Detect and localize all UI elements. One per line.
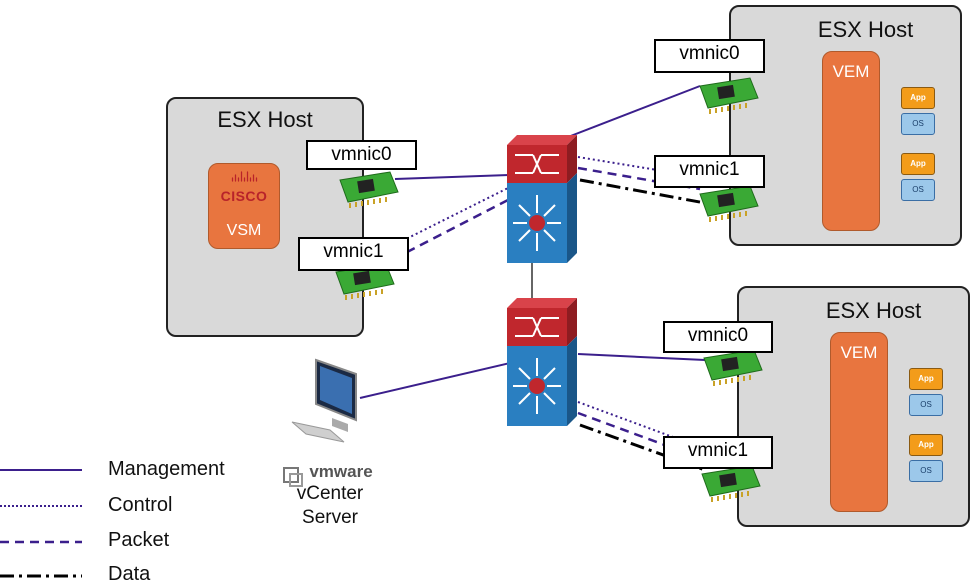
legend-packet: Packet [108,529,170,551]
vcenter-server: vmware vCenter Server [278,462,382,530]
nic-label-top-vmnic1: vmnic1 [654,155,765,188]
vem-module: VEM [830,332,888,512]
app-badge: App [909,434,943,456]
link-switch2-bottomhost-ctrl [577,401,701,448]
vmware-logo: vmware [309,462,373,481]
link-vsm-switch1-pkt [379,198,509,268]
legend-control: Control [108,494,173,516]
link-vsm-switch1-ctrl [379,187,509,253]
control-links [379,156,701,448]
vem-module: VEM [822,51,880,231]
vm-2: App OS [901,153,935,201]
cisco-logo: CISCO [220,188,268,204]
link-vcenter-switch2-mgmt [359,362,511,399]
app-badge: App [909,368,943,390]
app-badge: App [901,87,935,109]
link-switch1-tophost-pkt [577,166,701,191]
os-badge: OS [901,113,935,135]
switch-top [506,134,578,264]
nic-label-left-vmnic0: vmnic0 [306,140,417,170]
host-title: ESX Host [217,107,313,132]
nic-label-bottom-vmnic0: vmnic0 [663,321,773,353]
switch-bottom [506,297,578,427]
link-switch1-tophost-data [579,178,706,205]
vmware-box-icon [283,467,303,487]
os-badge: OS [909,394,943,416]
legend-samples [0,469,82,578]
legend-data: Data [108,563,151,585]
legend-management: Management [108,458,225,480]
os-badge: OS [901,179,935,201]
management-links [359,85,706,399]
link-switch1-tophost-mgmt [567,85,701,138]
vsm-module: CISCO VSM [208,163,280,249]
cisco-bars-icon [231,171,258,182]
link-vsm-switch1-mgmt [394,174,511,180]
vm-1: App OS [901,87,935,135]
link-switch2-bottomhost-mgmt [577,353,706,361]
esx-host-bottom-right: ESX Host VEM App OS App OS [737,286,970,527]
nic-card-bottom-0 [703,349,763,387]
host-title: ESX Host [825,298,922,323]
esx-host-top-right: ESX Host VEM App OS App OS [729,5,962,246]
vm-2: App OS [909,434,943,482]
host-title: ESX Host [817,17,914,42]
nic-card-bottom-1 [701,465,761,503]
os-badge: OS [909,460,943,482]
nic-card-left-0 [339,171,399,209]
nic-label-top-vmnic0: vmnic0 [654,39,765,73]
nic-card-top-1 [699,185,759,223]
app-badge: App [901,153,935,175]
vcenter-label-line2: Server [302,507,358,528]
vsm-label: VSM [226,222,262,239]
vm-1: App OS [909,368,943,416]
nic-label-left-vmnic1: vmnic1 [298,237,409,271]
vcenter-label-line1: vCenter [296,483,364,504]
monitor-icon [291,358,357,443]
esx-host-vsm: ESX Host CISCO VSM [166,97,364,337]
nic-label-bottom-vmnic1: vmnic1 [663,436,773,469]
link-switch1-tophost-ctrl [577,156,701,178]
nic-card-top-0 [699,77,759,115]
